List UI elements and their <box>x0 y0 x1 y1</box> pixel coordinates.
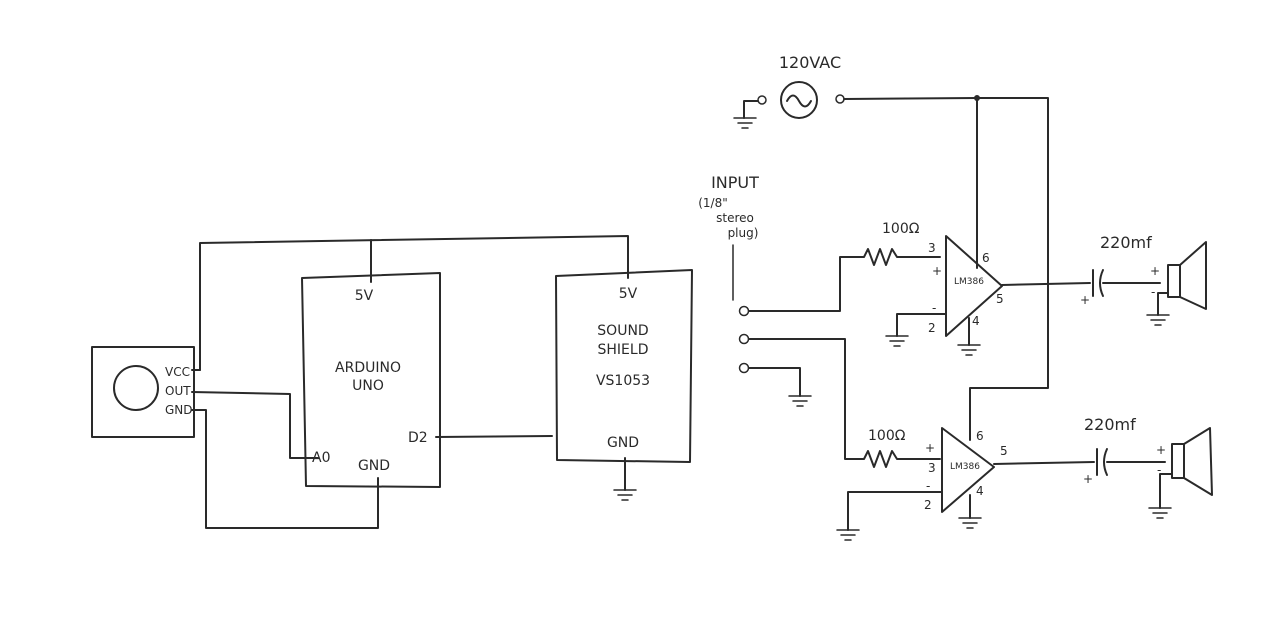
power-label: 120VAC <box>779 53 841 72</box>
shield-pin-gnd: GND <box>607 435 639 451</box>
amp-bottom-speaker: + - <box>1156 427 1213 496</box>
input-terminal-left <box>738 305 750 317</box>
svg-text:-: - <box>1157 463 1161 477</box>
amp-top-pin4: 4 <box>972 314 980 328</box>
ground-symbol-speaker-top <box>1146 314 1170 326</box>
wire-input-left <box>748 256 851 312</box>
amp-top-pin2: 2 <box>928 321 936 335</box>
shield-pin-5v: 5V <box>619 286 638 302</box>
sound-shield: 5V SOUND SHIELD VS1053 GND <box>555 269 693 463</box>
ac-power-source: 120VAC <box>757 53 845 119</box>
arduino-pin-a0: A0 <box>312 450 330 466</box>
ground-symbol-input <box>788 395 812 407</box>
shield-name-line1: SOUND <box>597 323 648 339</box>
sensor-microphone <box>113 365 159 411</box>
svg-text:+: + <box>1156 443 1166 457</box>
ground-symbol-amp-top-in <box>885 335 909 347</box>
arduino-uno: 5V ARDUINO UNO D2 A0 GND <box>301 272 441 488</box>
shield-board <box>555 269 693 463</box>
sensor-pin-out: OUT <box>165 384 191 398</box>
amp-bottom-capacitor: + <box>1083 448 1108 486</box>
amp-top-minus: - <box>932 301 936 315</box>
amp-bottom-resistor <box>851 450 941 468</box>
wire-sensor-gnd <box>191 409 379 529</box>
amp-bottom-minus: - <box>926 479 930 493</box>
wire-sensor-out-a0 <box>191 391 319 459</box>
ac-sine-icon <box>786 94 812 108</box>
amp-bottom-chip: LM386 <box>950 462 980 472</box>
amp-top-resistor <box>849 248 941 266</box>
ground-symbol-ac <box>733 117 757 129</box>
ac-source-circle <box>780 81 818 119</box>
amp-top-speaker: + - <box>1150 241 1207 310</box>
amp-bottom-pin5: 5 <box>1000 444 1008 458</box>
stereo-input-jack: INPUT (1/8" stereo plug) <box>698 173 759 374</box>
wire-input-right <box>748 338 853 460</box>
amp-bottom-opamp <box>941 427 995 513</box>
amp-bottom-resistor-label: 100Ω <box>868 428 906 444</box>
wire-amp-top-minus-gnd <box>896 313 947 337</box>
shield-name-line2: SHIELD <box>598 342 649 358</box>
wire-amp-bottom-speaker-gnd <box>1159 473 1173 509</box>
amp-top-pin3: 3 <box>928 241 936 255</box>
amp-top-cap-plus: + <box>1080 293 1090 307</box>
amp-top-pin5: 5 <box>996 292 1004 306</box>
input-line4: plug) <box>728 226 759 240</box>
arduino-board <box>301 272 441 488</box>
input-line2: (1/8" <box>698 196 728 210</box>
ground-symbol-amp-top-pin4 <box>957 344 981 356</box>
svg-text:+: + <box>1083 472 1093 486</box>
shield-chip: VS1053 <box>596 373 650 389</box>
wire-ac-power-bus <box>843 97 1049 441</box>
amp-bottom-pin2: 2 <box>924 498 932 512</box>
input-line3: stereo <box>716 211 754 225</box>
amp-top-cap-label: 220mf <box>1100 233 1152 252</box>
wire-amp-top-out <box>1001 282 1091 286</box>
amp-top-chip: LM386 <box>954 277 984 287</box>
amp-bottom-plus: + <box>925 441 935 455</box>
ground-symbol-amp-bottom-in <box>836 529 860 541</box>
input-terminal-ground <box>738 362 750 374</box>
sensor-pin-gnd: GND <box>165 403 193 417</box>
amp-top-plus: + <box>932 264 942 278</box>
arduino-name-line2: UNO <box>352 378 384 394</box>
ground-symbol-amp-bottom-pin4 <box>958 517 982 529</box>
amp-bottom-pin4: 4 <box>976 484 984 498</box>
amp-top-pin6: 6 <box>982 251 990 265</box>
amp-bottom: 100Ω + 3 - 2 6 4 5 LM386 220mf <box>851 415 1136 513</box>
amp-bottom-cap-label: 220mf <box>1084 415 1136 434</box>
svg-text:+: + <box>1150 264 1160 278</box>
amp-bottom-pin6: 6 <box>976 429 984 443</box>
input-line1: INPUT <box>711 173 759 192</box>
arduino-pin-d2: D2 <box>408 430 428 446</box>
ground-symbol-speaker-bottom <box>1148 507 1172 519</box>
amp-top-resistor-label: 100Ω <box>882 221 920 237</box>
wire-5v-bus <box>199 235 629 371</box>
sensor-pin-vcc: VCC <box>165 365 190 379</box>
wire-amp-bottom-minus-gnd <box>847 491 943 531</box>
wire-amp-bottom-out <box>993 461 1095 465</box>
arduino-pin-gnd: GND <box>358 458 390 474</box>
svg-text:-: - <box>1151 285 1155 299</box>
amp-top-opamp <box>945 235 1003 337</box>
ground-symbol-shield <box>613 489 637 501</box>
sound-sensor-module: VCC OUT GND <box>91 346 195 438</box>
amp-top: 100Ω 3 + - 2 6 4 5 LM386 220mf <box>849 221 1152 337</box>
amp-top-capacitor: + <box>1080 269 1104 307</box>
amp-bottom-pin3: 3 <box>928 461 936 475</box>
input-terminal-right <box>738 333 750 345</box>
wire-amp-top-speaker-gnd <box>1157 292 1169 316</box>
arduino-name-line1: ARDUINO <box>335 360 401 376</box>
wire-d2-shield <box>435 435 553 438</box>
arduino-pin-5v: 5V <box>355 288 374 304</box>
wire-input-ground <box>748 367 801 397</box>
wire-ac-left <box>743 100 759 119</box>
